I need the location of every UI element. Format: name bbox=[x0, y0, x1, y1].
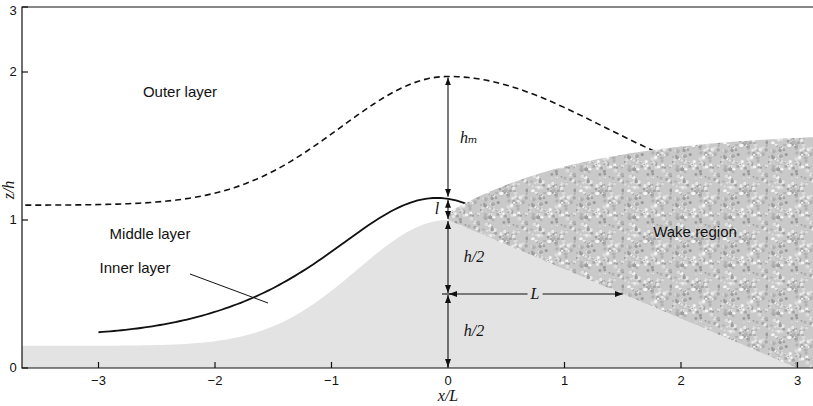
layer-label: Outer layer bbox=[143, 84, 217, 101]
tick-label: 1 bbox=[561, 374, 568, 388]
dimension-label: h/2 bbox=[464, 248, 484, 266]
tick-label: −3 bbox=[91, 374, 106, 388]
dimension-label: hₘ bbox=[460, 129, 478, 147]
leader-line bbox=[190, 274, 268, 303]
dimension-label: L bbox=[528, 285, 543, 303]
l-dimension bbox=[447, 200, 448, 219]
tick-label: 1 bbox=[9, 213, 16, 227]
axis-tick bbox=[22, 71, 28, 72]
half-height-dimension bbox=[447, 295, 448, 367]
axis-tick bbox=[680, 362, 681, 368]
axis-tick bbox=[214, 362, 215, 368]
dimension-label: l bbox=[435, 200, 439, 218]
tick-label: 3 bbox=[9, 4, 16, 18]
tick-label: 2 bbox=[677, 374, 684, 388]
half-height-dimension bbox=[447, 221, 448, 293]
layer-label: Inner layer bbox=[100, 260, 171, 277]
axis-tick bbox=[98, 362, 99, 368]
axis-tick bbox=[22, 367, 28, 368]
axis-tick bbox=[564, 362, 565, 368]
axis-tick bbox=[22, 219, 28, 220]
region-label: Wake region bbox=[653, 224, 737, 241]
mid-height-tick bbox=[442, 293, 454, 294]
tick-label: 2 bbox=[9, 65, 16, 79]
wake-region bbox=[448, 135, 813, 368]
axis-tick bbox=[22, 6, 28, 7]
hm-dimension bbox=[447, 77, 448, 196]
layer-label: Middle layer bbox=[110, 226, 191, 243]
axis-title: x/L bbox=[438, 387, 458, 405]
tick-label: 0 bbox=[444, 374, 451, 388]
axis-tick bbox=[447, 362, 448, 368]
tick-label: 0 bbox=[9, 361, 16, 375]
tick-label: −1 bbox=[324, 374, 339, 388]
axis-tick bbox=[331, 362, 332, 368]
inner-layer-boundary bbox=[99, 198, 483, 332]
axis-title: z/h bbox=[0, 181, 18, 200]
tick-label: −2 bbox=[208, 374, 223, 388]
tick-label: 3 bbox=[794, 374, 801, 388]
dimension-label: h/2 bbox=[464, 322, 484, 340]
axis-tick bbox=[797, 362, 798, 368]
axis-frame bbox=[22, 7, 813, 368]
